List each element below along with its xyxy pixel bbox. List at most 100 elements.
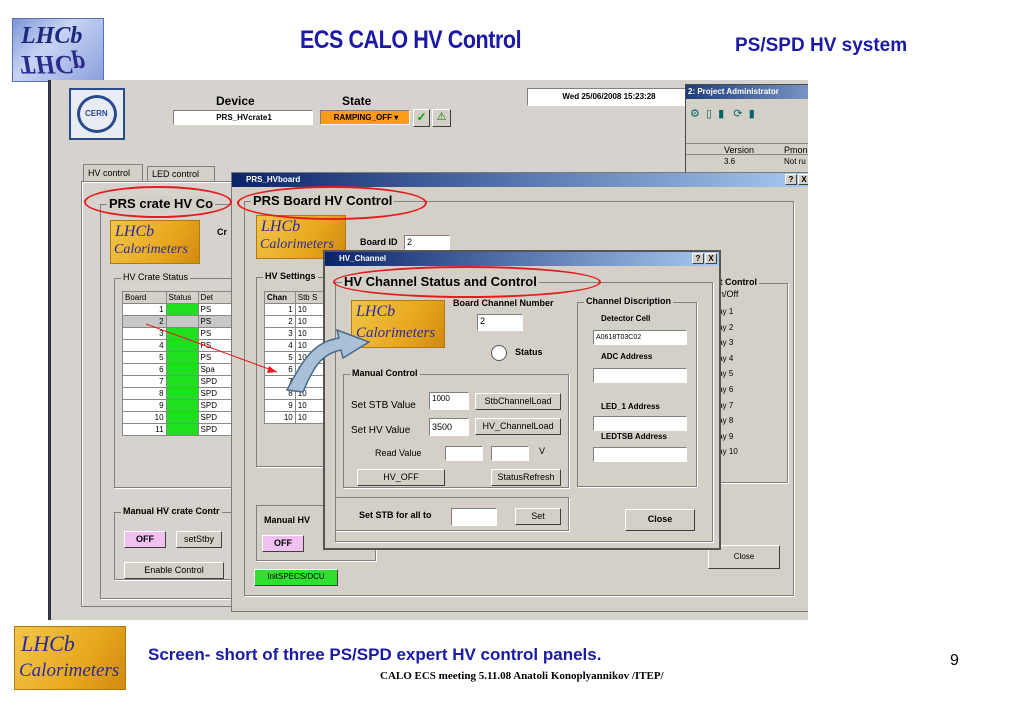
board-cell: 11 <box>122 423 167 436</box>
lhcb-logo-line1: LHCb <box>356 303 396 320</box>
delay-label: elay 7 <box>712 400 734 410</box>
crate-off-button[interactable]: OFF <box>124 531 166 548</box>
stb-channel-load-button[interactable]: StbChannelLoad <box>475 393 561 410</box>
slide-caption: Screen- short of three PS/SPD expert HV … <box>148 645 602 664</box>
delay-label: elay 4 <box>712 353 734 363</box>
annotation-arrows <box>145 323 371 393</box>
led1-address-field[interactable] <box>593 416 687 431</box>
page-number: 9 <box>950 652 959 669</box>
detector-cell-label: Detector Cell <box>601 314 651 323</box>
admin-version-value: 3.6 <box>724 157 736 166</box>
read-value-field-2[interactable] <box>491 446 529 461</box>
status-refresh-button[interactable]: StatusRefresh <box>491 469 561 486</box>
cern-logo: CERN <box>69 88 125 140</box>
hv-value-label: Set HV Value <box>351 425 411 436</box>
table-row[interactable]: 4PS <box>122 339 235 352</box>
admin-toolbar-icons[interactable]: ⚙ ▯ ▮ ⟳ ▮ <box>690 108 755 120</box>
bottom-logo-line2: Calorimeters <box>19 660 120 681</box>
setstby-button[interactable]: setStby <box>176 531 222 548</box>
stb-value-label: Set STB Value <box>351 400 416 411</box>
board-title: PRS_HVboard <box>246 175 301 184</box>
lhcb-logo: LHCb THCp <box>12 18 104 82</box>
channel-close-button[interactable]: Close <box>625 509 695 531</box>
init-specs-dcu-button[interactable]: InitSPECS/DCU <box>254 569 338 586</box>
board-close-x-button[interactable]: X <box>798 174 808 185</box>
device-label: Device <box>216 94 255 108</box>
admin-titlebar: 2: Project Administrator <box>686 85 808 99</box>
board-titlebar: PRS_HVboard ? X <box>232 173 808 187</box>
delay-label: elay 2 <box>712 322 734 332</box>
admin-table-header: Version Pmon <box>686 143 808 155</box>
check-icon[interactable]: ✓ <box>413 109 430 127</box>
admin-col-version: Version <box>724 145 755 155</box>
read-value-field-1[interactable] <box>445 446 483 461</box>
adc-address-field[interactable] <box>593 368 687 383</box>
crate-highlight-oval <box>84 186 232 218</box>
lhcb-logo-line1: LHCb <box>261 218 301 235</box>
delay-label: elay 5 <box>712 369 734 379</box>
detector-cell-field[interactable]: A0618T03C02 <box>593 330 687 345</box>
slide-title: ECS CALO HV Control <box>300 26 522 54</box>
channel-close-x-button[interactable]: X <box>705 253 717 264</box>
board-channel-label: Board Channel Number <box>453 298 554 308</box>
board-id-field[interactable]: 2 <box>404 235 450 250</box>
project-admin-window: 2: Project Administrator ⚙ ▯ ▮ ⟳ ▮ Versi… <box>685 84 808 179</box>
lhcb-logo-line1: LHCb <box>115 223 155 240</box>
status-label: Status <box>515 347 543 357</box>
board-off-button[interactable]: OFF <box>262 535 304 552</box>
set-stb-all-label: Set STB for all to <box>359 510 432 520</box>
cern-label: CERN <box>85 109 108 118</box>
channel-description-title: Channel Discription <box>584 296 674 306</box>
tab-led-control[interactable]: LED control <box>147 166 215 182</box>
status-cell <box>165 339 199 352</box>
status-cell <box>165 399 199 412</box>
ledtsb-address-label: LEDTSB Address <box>601 432 667 441</box>
status-cell <box>165 303 199 316</box>
ledtsb-address-field[interactable] <box>593 447 687 462</box>
channel-title: HV_Channel <box>339 254 387 263</box>
board-help-button[interactable]: ? <box>785 174 797 185</box>
lhcb-logo-line2: Calorimeters <box>356 325 436 341</box>
volt-unit-label: V <box>539 446 546 456</box>
manual-hv-crate-title: Manual HV crate Contr <box>121 506 222 516</box>
onoff-label: On/Off <box>712 289 739 299</box>
state-select[interactable]: RAMPING_OFF ▾ <box>320 110 410 125</box>
state-label: State <box>342 94 372 108</box>
crate-panel: PRS crate HV Co LHCb Calorimeters Cr HV … <box>81 181 808 607</box>
hv-off-button[interactable]: HV_OFF <box>357 469 445 486</box>
delay-label: elay 3 <box>712 338 734 348</box>
expert-control-title: ert Control <box>709 277 759 287</box>
tab-hv-control[interactable]: HV control <box>83 164 143 182</box>
channel-titlebar: HV_Channel ? X <box>325 252 719 266</box>
red-arrow-head <box>267 366 277 373</box>
lhcb-logo-line2: Calorimeters <box>114 242 188 257</box>
hv-channel-load-button[interactable]: HV_ChannelLoad <box>475 418 561 435</box>
lhcb-calorimeters-logo: LHCb Calorimeters <box>110 220 200 264</box>
set-button[interactable]: Set <box>515 508 561 525</box>
status-indicator <box>491 345 507 361</box>
enable-control-button[interactable]: Enable Control <box>124 562 224 579</box>
hv-value-field[interactable]: 3500 <box>429 418 469 436</box>
lhcb-logo-line2: Calorimeters <box>260 237 334 252</box>
stb-cell: 10 <box>294 411 327 424</box>
set-stb-all-field[interactable] <box>451 508 497 526</box>
warning-icon[interactable]: ⚠ <box>432 109 451 127</box>
adc-address-label: ADC Address <box>601 352 653 361</box>
device-field[interactable]: PRS_HVcrate1 <box>173 110 313 125</box>
channel-help-button[interactable]: ? <box>692 253 704 264</box>
slide-footer: CALO ECS meeting 5.11.08 Anatoli Konoply… <box>380 670 664 682</box>
board-channel-field[interactable]: 2 <box>477 314 523 331</box>
stb-value-field[interactable]: 1000 <box>429 392 469 410</box>
delay-label: elay 1 <box>712 307 734 316</box>
hv-crate-status-title: HV Crate Status <box>121 272 191 282</box>
crate-cr-label: Cr <box>217 227 228 237</box>
channel-description-group: Channel Discription <box>577 296 697 487</box>
delay-label: elay 8 <box>712 416 734 426</box>
